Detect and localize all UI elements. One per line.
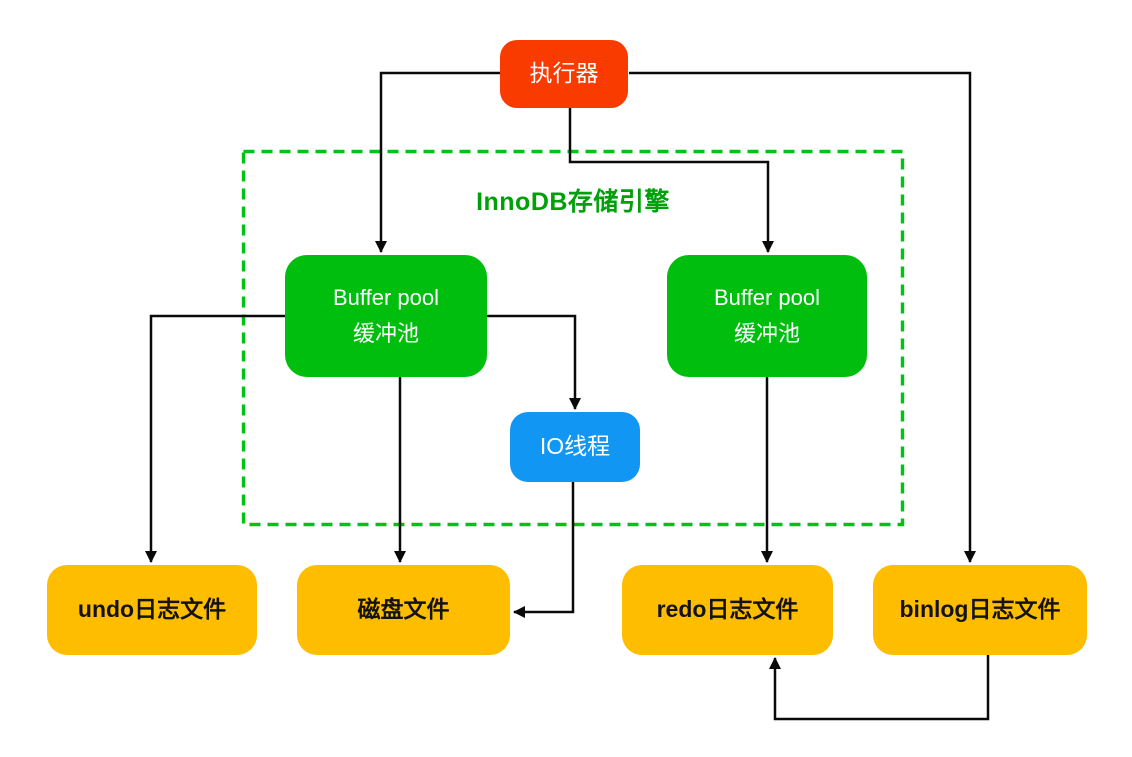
node-undo-log-file-label: undo日志文件 bbox=[77, 596, 227, 623]
node-executor: 执行器 bbox=[500, 40, 628, 108]
edge-buffer-left-to-io-thread bbox=[487, 314, 581, 410]
node-redo-log-file: redo日志文件 bbox=[622, 565, 833, 655]
node-undo-log-file: undo日志文件 bbox=[47, 565, 257, 655]
edge-executor-to-buffer-right bbox=[568, 108, 774, 253]
node-buffer-pool-right-label-en: Buffer pool bbox=[713, 285, 820, 311]
innodb-container-title: InnoDB存储引擎 bbox=[476, 188, 670, 216]
node-disk-file: 磁盘文件 bbox=[297, 565, 510, 655]
node-buffer-pool-left-label-en: Buffer pool bbox=[332, 285, 439, 311]
node-buffer-pool-left-label-zh: 缓冲池 bbox=[352, 321, 419, 346]
node-redo-log-file-label: redo日志文件 bbox=[656, 596, 799, 623]
edge-buffer-left-to-undo bbox=[145, 314, 285, 563]
node-io-thread: IO线程 bbox=[510, 412, 640, 482]
node-io-thread-label: IO线程 bbox=[539, 433, 611, 460]
edge-executor-to-buffer-left bbox=[375, 71, 501, 253]
node-buffer-pool-right-label-zh: 缓冲池 bbox=[733, 321, 800, 346]
node-executor-label: 执行器 bbox=[529, 60, 599, 87]
node-binlog-log-file: binlog日志文件 bbox=[873, 565, 1087, 655]
node-disk-file-label: 磁盘文件 bbox=[357, 596, 450, 623]
edge-binlog-to-redo bbox=[769, 655, 990, 721]
node-buffer-pool-right: Buffer pool 缓冲池 bbox=[667, 255, 867, 377]
edge-io-thread-to-disk bbox=[513, 482, 575, 618]
node-buffer-pool-left: Buffer pool 缓冲池 bbox=[285, 255, 487, 377]
node-binlog-log-file-label: binlog日志文件 bbox=[899, 596, 1061, 623]
